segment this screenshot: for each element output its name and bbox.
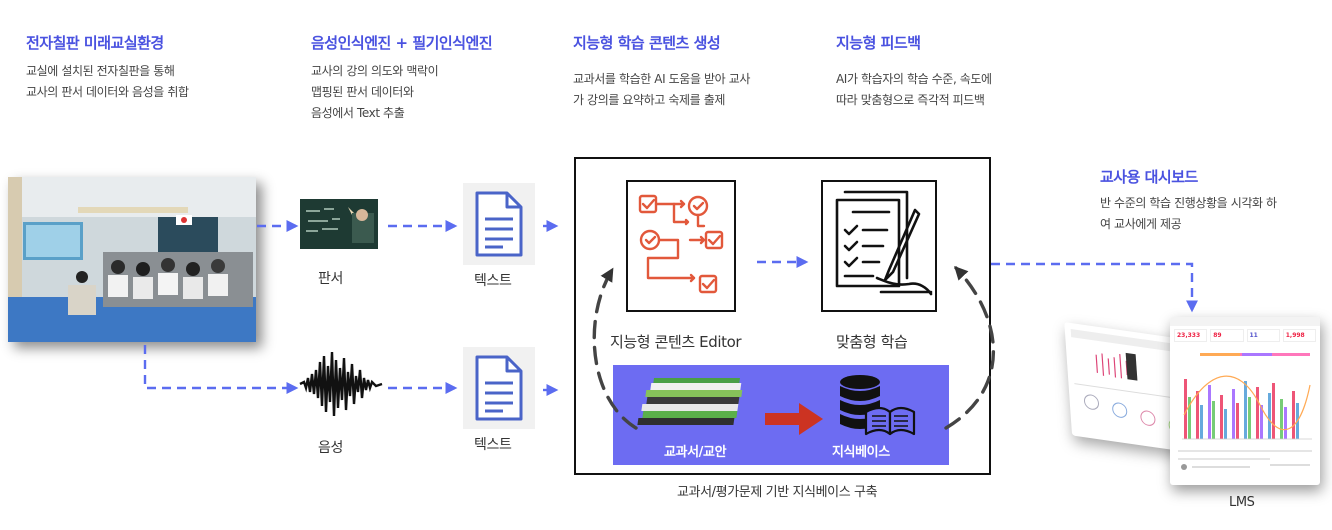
text-document-icon	[463, 183, 535, 265]
dashboard-chart	[1178, 353, 1312, 470]
text-label-top: 텍스트	[474, 273, 512, 289]
textbook-stack-icon	[637, 378, 750, 430]
dashboard-stat: 89	[1213, 332, 1222, 339]
workflow-editor-icon	[626, 180, 736, 312]
voice-label: 음성	[318, 440, 343, 456]
dashboard-stat: 23,333	[1177, 332, 1201, 339]
section-line: 교과서를 학습한 AI 도움을 받아 교사	[573, 72, 750, 86]
section-line: 교실에 설치된 전자칠판을 통해	[26, 64, 175, 78]
section-line: 교사의 강의 의도와 맥락이	[311, 64, 439, 78]
voice-waveform	[299, 348, 383, 420]
dashboard-front-screen: 23,333 89 11 1,998	[1170, 317, 1320, 485]
section-line: 반 수준의 학습 진행상황을 시각화 하	[1100, 196, 1277, 210]
custom-learning-label: 맞춤형 학습	[836, 333, 908, 351]
dashboard-stat: 1,998	[1285, 332, 1305, 339]
section-title: 지능형 피드백	[836, 34, 921, 52]
database-book-icon	[836, 374, 916, 436]
section-line: 교사의 판서 데이터와 음성을 취합	[26, 85, 189, 99]
section-line: 여 교사에게 제공	[1100, 217, 1182, 231]
section-title: 전자칠판 미래교실환경	[26, 34, 164, 52]
editor-label: 지능형 콘텐츠 Editor	[610, 333, 742, 351]
section-title: 음성인식엔진 + 필기인식엔진	[311, 34, 493, 52]
section-dashboard: 교사용 대시보드 반 수준의 학습 진행상황을 시각화 하 여 교사에게 제공	[1100, 166, 1277, 235]
section-title: 교사용 대시보드	[1100, 168, 1198, 186]
red-arrow-icon	[765, 401, 825, 437]
section-feedback: 지능형 피드백 AI가 학습자의 학습 수준, 속도에 따라 맞춤형으로 즉각적…	[836, 32, 992, 111]
dashboard-back-screen	[1064, 322, 1202, 454]
section-classroom: 전자칠판 미래교실환경 교실에 설치된 전자칠판을 통해 교사의 판서 데이터와…	[26, 32, 189, 103]
text-document-icon	[463, 347, 535, 429]
system-frame	[574, 157, 991, 475]
knowledge-base-label: 지식베이스	[832, 445, 890, 460]
board-label: 판서	[318, 271, 343, 287]
dashboard-stat: 11	[1249, 332, 1258, 339]
checklist-pen-icon	[821, 180, 937, 312]
section-line: AI가 학습자의 학습 수준, 속도에	[836, 72, 992, 86]
section-engines: 음성인식엔진 + 필기인식엔진 교사의 강의 의도와 맥락이 맵핑된 판서 데이…	[311, 32, 493, 124]
section-line: 가 강의를 요약하고 숙제를 출제	[573, 93, 725, 107]
text-label-bottom: 텍스트	[474, 437, 512, 453]
section-line: 맵핑된 판서 데이터와	[311, 85, 414, 99]
textbook-label: 교과서/교안	[664, 445, 727, 460]
section-line: 따라 맞춤형으로 즉각적 피드백	[836, 93, 985, 107]
lms-label: LMS	[1229, 495, 1255, 510]
section-line: 음성에서 Text 추출	[311, 106, 405, 120]
section-title: 지능형 학습 콘텐츠 생성	[573, 34, 721, 52]
blackboard-photo	[300, 199, 378, 249]
kb-caption: 교과서/평가문제 기반 지식베이스 구축	[677, 485, 878, 500]
classroom-photo	[8, 177, 256, 342]
section-content-gen: 지능형 학습 콘텐츠 생성 교과서를 학습한 AI 도움을 받아 교사 가 강의…	[573, 32, 750, 111]
